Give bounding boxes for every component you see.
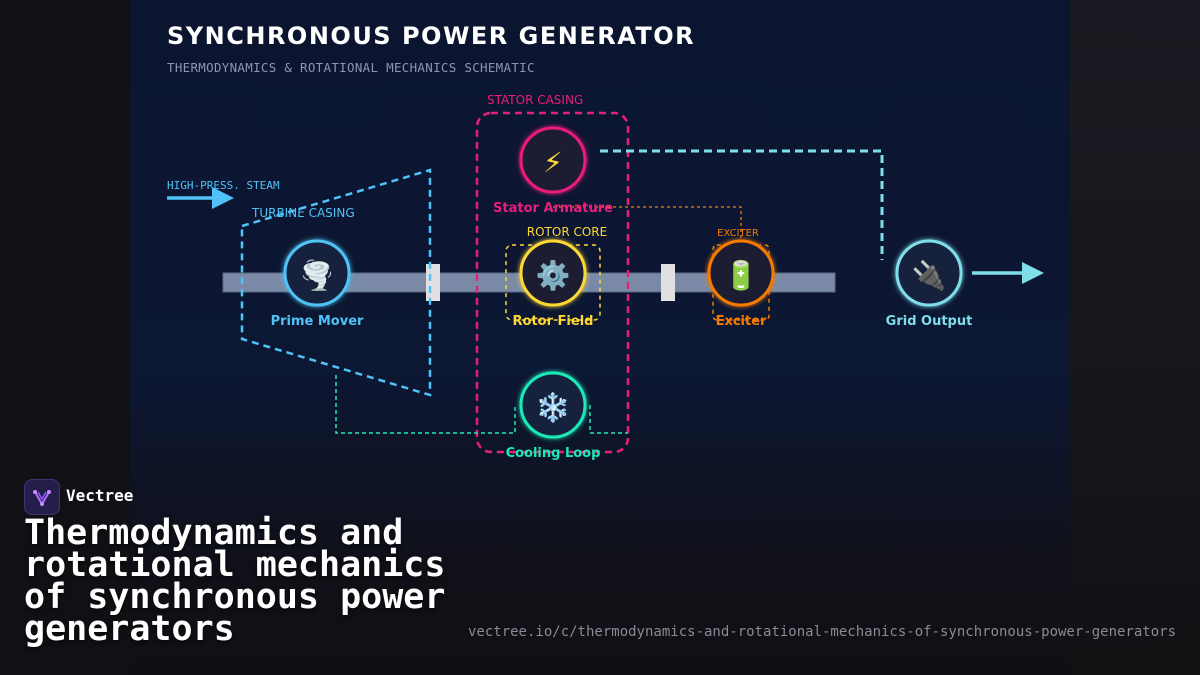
node-label: Rotor Field [513,314,594,329]
lightning-icon: ⚡ [543,146,563,179]
cooling-link-right [589,405,628,434]
steam-input-label: HIGH-PRESS. STEAM [167,179,280,192]
page-title: SYNCHRONOUS POWER GENERATOR [167,22,696,50]
turbine-casing-label: TURBINE CASING [251,206,355,220]
headline: Thermodynamics and rotational mechanics … [24,513,446,649]
node-label: Grid Output [886,314,973,329]
stator-casing-label: STATOR CASING [487,93,583,107]
battery-icon: 🔋 [724,259,759,292]
shaft-coupling-2 [661,264,675,301]
cooling-link-left [335,375,516,434]
left-backdrop [0,0,130,675]
steam-input-arrowhead [212,187,234,209]
node-rotor-field: ⚙️ Rotor Field [513,239,594,329]
gear-icon: ⚙️ [536,259,571,292]
node-exciter: 🔋 Exciter [707,239,775,329]
turbine-casing-outline [240,168,432,397]
vectree-logo-icon [33,490,51,506]
vectree-logo [24,479,60,515]
brand-name: Vectree [66,486,134,505]
tornado-icon: 🌪️ [300,258,335,292]
node-label: Stator Armature [493,201,613,216]
grid-output-link [600,149,884,260]
source-url[interactable]: vectree.io/c/thermodynamics-and-rotation… [467,624,1176,640]
rotor-core-label: ROTOR CORE [527,225,607,239]
stator-casing-outline [475,111,630,454]
node-label: Exciter [716,314,767,329]
exciter-link [553,206,742,240]
node-stator-armature: ⚡ Stator Armature [493,126,613,216]
node-prime-mover: 🌪️ Prime Mover [271,239,364,329]
node-label: Prime Mover [271,314,364,329]
node-cooling-loop: ❄️ Cooling Loop [506,371,601,461]
snowflake-icon: ❄️ [536,391,571,424]
plug-icon: 🔌 [912,259,947,292]
right-backdrop [1070,0,1200,675]
page-subtitle: THERMODYNAMICS & ROTATIONAL MECHANICS SC… [167,60,535,75]
node-grid-output: 🔌 Grid Output [886,239,973,329]
exciter-group-label: EXCITER [717,228,759,239]
node-label: Cooling Loop [506,446,601,461]
grid-output-arrowhead [1022,262,1044,284]
shaft-coupling-1 [426,264,440,301]
